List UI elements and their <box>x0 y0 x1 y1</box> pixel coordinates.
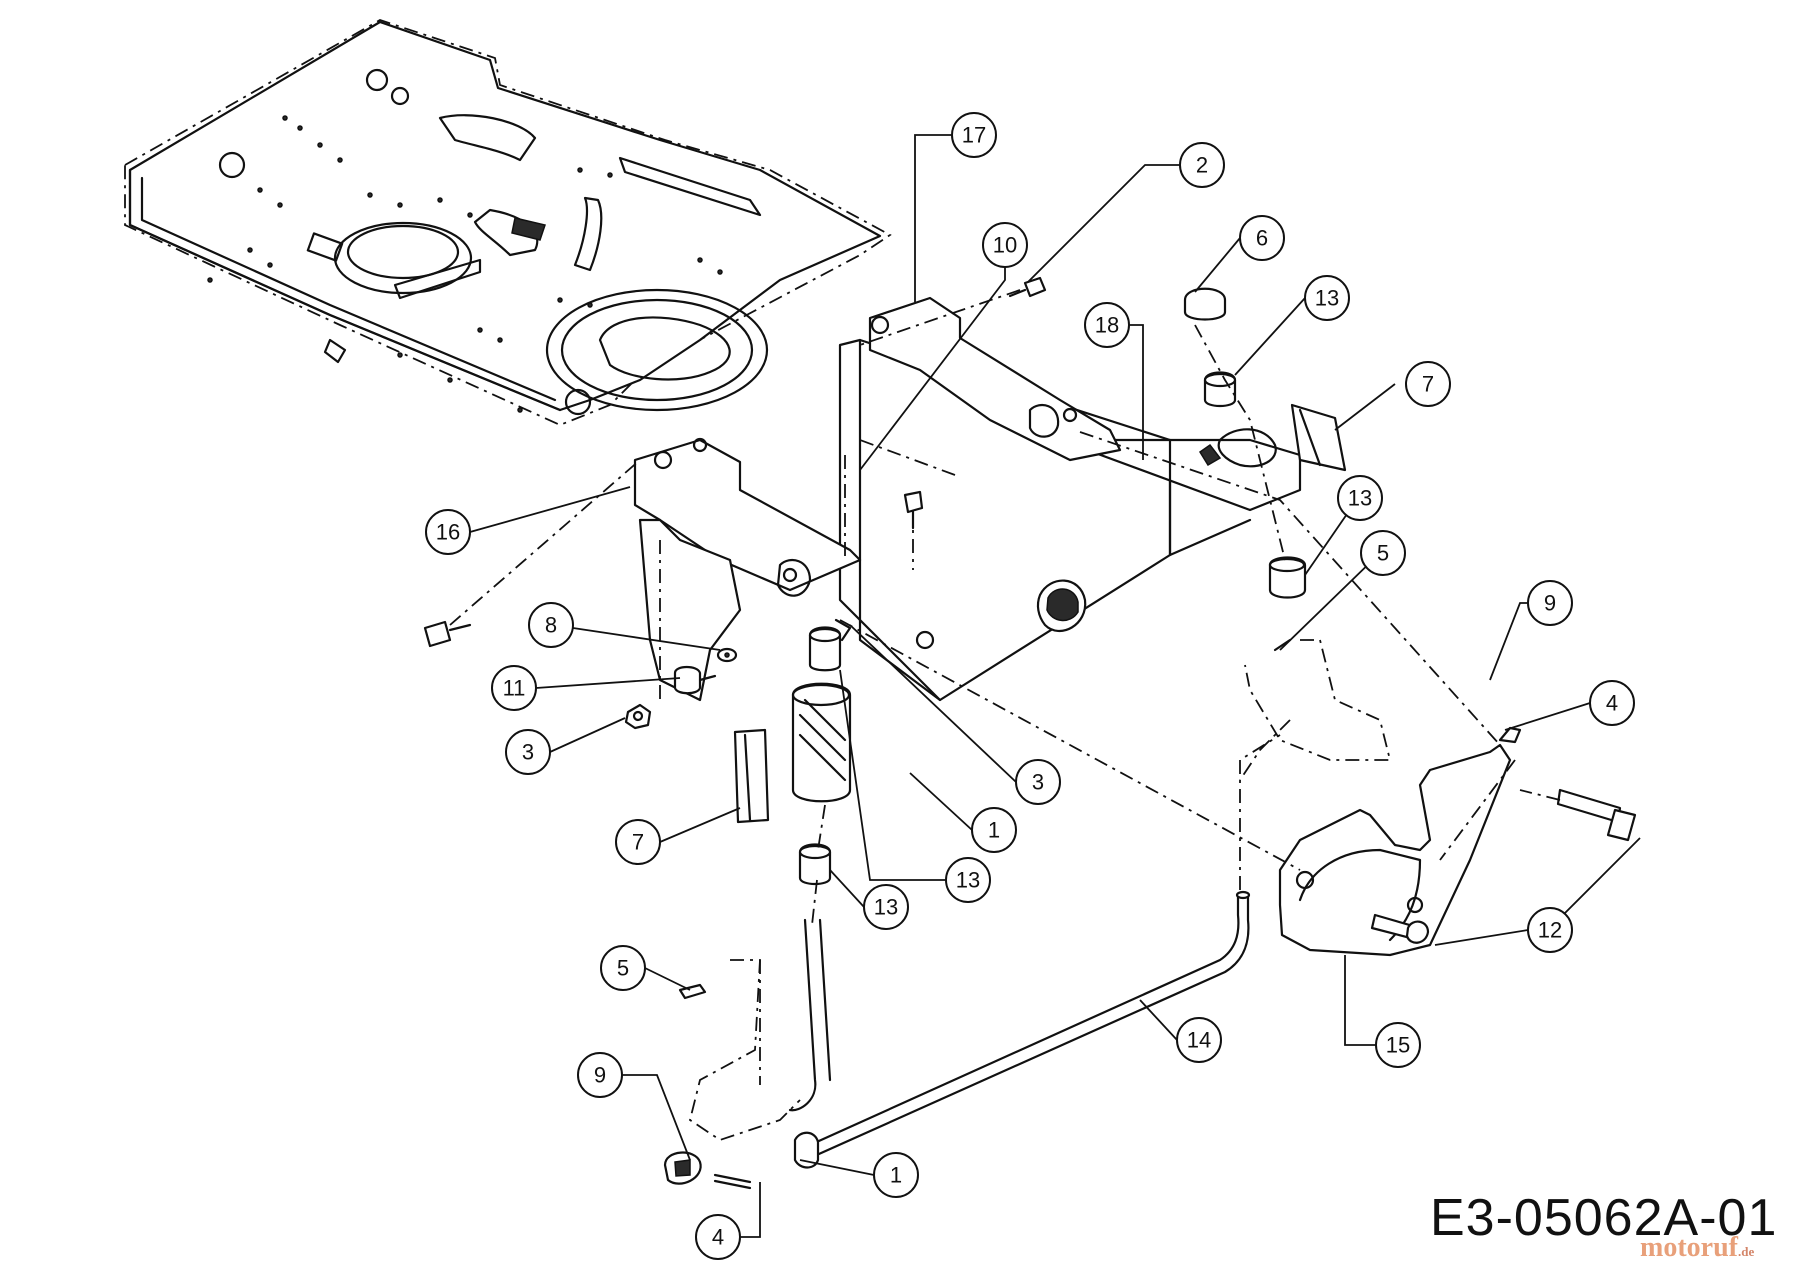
chassis-frame <box>124 19 892 426</box>
callout-7: 7 <box>1405 361 1451 407</box>
callout-5: 5 <box>1360 530 1406 576</box>
callout-1: 1 <box>873 1152 919 1198</box>
watermark-suffix: .de <box>1737 1244 1755 1259</box>
callout-leaders <box>469 134 1641 1238</box>
watermark-name: motoruf <box>1640 1232 1738 1263</box>
callout-13: 13 <box>945 857 991 903</box>
callout-label: 7 <box>632 830 644 855</box>
hardware <box>423 276 1292 1190</box>
spindle-left <box>663 918 832 1185</box>
callout-label: 13 <box>874 895 898 920</box>
callout-15: 15 <box>1375 1022 1421 1068</box>
callout-16: 16 <box>425 509 471 555</box>
callout-label: 16 <box>436 520 460 545</box>
callout-13: 13 <box>1337 475 1383 521</box>
callout-label: 3 <box>522 740 534 765</box>
callout-label: 13 <box>1348 486 1372 511</box>
callout-label: 1 <box>988 818 1000 843</box>
callout-14: 14 <box>1176 1017 1222 1063</box>
watermark-logo: motoruf.de <box>1640 1232 1754 1264</box>
assembly-lines <box>449 289 1561 1085</box>
callout-1: 1 <box>971 807 1017 853</box>
callout-4: 4 <box>1589 680 1635 726</box>
callout-label: 6 <box>1256 226 1268 251</box>
front-bracket-right <box>868 296 1122 462</box>
callout-label: 10 <box>993 233 1017 258</box>
callout-label: 3 <box>1032 770 1044 795</box>
callout-label: 17 <box>962 123 986 148</box>
callout-12: 12 <box>1527 907 1573 953</box>
callout-3: 3 <box>505 729 551 775</box>
callout-label: 15 <box>1386 1033 1410 1058</box>
callout-label: 9 <box>1544 591 1556 616</box>
callout-5: 5 <box>600 945 646 991</box>
callout-label: 13 <box>956 868 980 893</box>
callout-label: 1 <box>890 1163 902 1188</box>
front-bracket-left <box>633 437 862 702</box>
callout-label: 11 <box>503 676 526 701</box>
callout-11: 11 <box>491 665 537 711</box>
callout-label: 4 <box>712 1225 724 1250</box>
callout-13: 13 <box>863 884 909 930</box>
callout-label: 12 <box>1538 918 1562 943</box>
callout-label: 2 <box>1196 153 1208 178</box>
callout-7: 7 <box>615 819 661 865</box>
callout-9: 9 <box>577 1052 623 1098</box>
spindle-right <box>1239 639 1392 781</box>
callout-label: 4 <box>1606 691 1618 716</box>
callout-label: 18 <box>1095 313 1119 338</box>
callout-label: 5 <box>1377 541 1389 566</box>
steering-plate <box>1278 726 1637 957</box>
callout-label: 8 <box>545 613 557 638</box>
callout-label: 9 <box>594 1063 606 1088</box>
callout-17: 17 <box>951 112 997 158</box>
callout-3: 3 <box>1015 759 1061 805</box>
callout-label: 5 <box>617 956 629 981</box>
tie-rod <box>793 890 1251 1169</box>
callout-8: 8 <box>528 602 574 648</box>
callout-18: 18 <box>1084 302 1130 348</box>
callout-label: 7 <box>1422 372 1434 397</box>
callout-label: 14 <box>1187 1028 1211 1053</box>
callout-4: 4 <box>695 1214 741 1260</box>
callout-13: 13 <box>1304 275 1350 321</box>
callout-label: 13 <box>1315 286 1339 311</box>
steering-shaft-assembly <box>733 287 1347 886</box>
callout-9: 9 <box>1527 580 1573 626</box>
callout-10: 10 <box>982 222 1028 268</box>
callout-6: 6 <box>1239 215 1285 261</box>
callout-2: 2 <box>1179 142 1225 188</box>
diagram-reference-code: E3-05062A-01 <box>1430 1189 1778 1247</box>
